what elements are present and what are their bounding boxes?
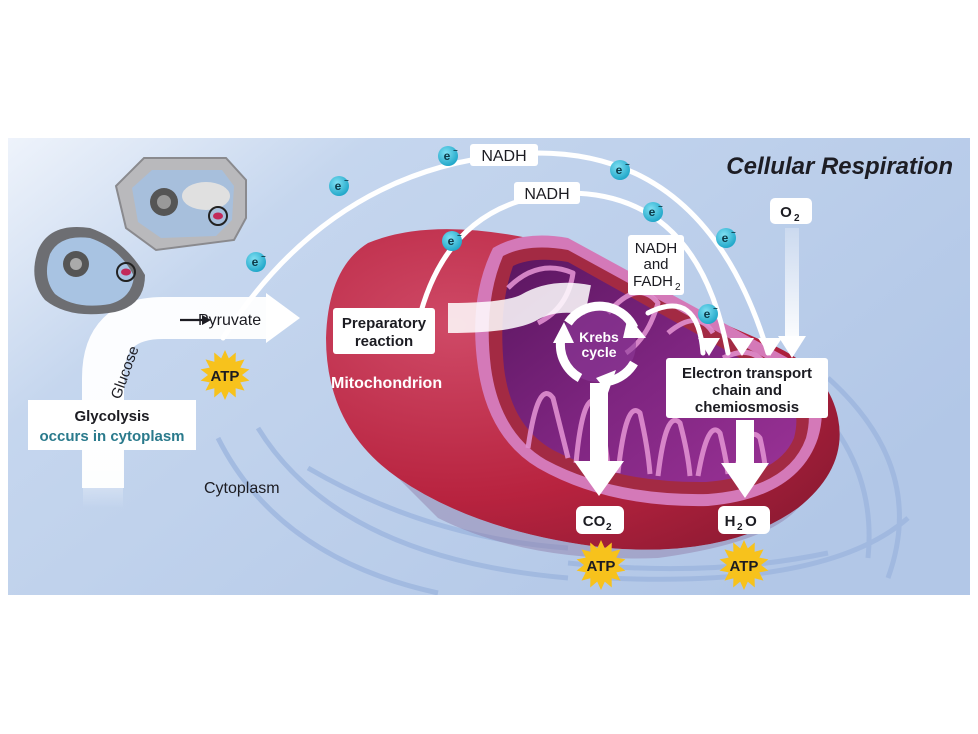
atp-starburst-icon [200, 350, 250, 400]
svg-text:NADH: NADH [524, 186, 569, 203]
svg-text:chain and: chain and [712, 382, 782, 399]
svg-text:−: − [261, 252, 266, 261]
svg-text:2: 2 [606, 522, 612, 533]
mitochondrion-label: Mitochondrion [331, 375, 442, 392]
electron-icon: e− [716, 228, 736, 248]
co2-label: CO 2 [576, 506, 624, 534]
h2o-label: H 2 O [718, 506, 770, 534]
svg-text:CO: CO [583, 513, 606, 530]
etc-input-arrows [698, 228, 806, 358]
svg-text:2: 2 [675, 282, 681, 293]
etc-label: Electron transport chain and chemiosmosi… [666, 358, 828, 418]
svg-text:−: − [658, 202, 663, 211]
krebs-label-line1: Krebs [579, 329, 619, 345]
svg-text:e: e [252, 255, 259, 269]
svg-text:reaction: reaction [355, 333, 413, 350]
pyruvate-label: Pyruvate [198, 312, 261, 329]
atp-starburst-icon [576, 540, 626, 590]
svg-text:e: e [722, 231, 729, 245]
svg-text:2: 2 [737, 522, 743, 533]
electron-icon: e− [698, 304, 718, 324]
svg-text:occurs in cytoplasm: occurs in cytoplasm [39, 428, 184, 445]
electron-icon: e− [329, 176, 349, 196]
svg-text:and: and [643, 256, 668, 273]
diagram-title: Cellular Respiration [726, 153, 953, 180]
electron-icon: e− [246, 252, 266, 272]
svg-text:O: O [745, 513, 757, 530]
preparatory-reaction-label: Preparatory reaction [333, 308, 435, 354]
atp-burst-krebs-cycle: ATP [576, 540, 626, 590]
svg-text:FADH: FADH [633, 273, 673, 290]
atp-label: ATP [587, 558, 616, 575]
atp-label: ATP [211, 368, 240, 385]
svg-text:NADH: NADH [635, 240, 678, 257]
svg-text:−: − [625, 160, 630, 169]
nadh-inner-label: NADH [514, 182, 580, 204]
electrons: e− e− e− e− e− e− e− e− [246, 146, 736, 324]
svg-text:−: − [731, 228, 736, 237]
svg-text:Preparatory: Preparatory [342, 315, 427, 332]
svg-text:e: e [649, 205, 656, 219]
atp-burst-glycolysis: ATP [200, 350, 250, 400]
svg-text:e: e [704, 307, 711, 321]
svg-text:Pyruvate: Pyruvate [198, 312, 261, 329]
nadh-fadh2-label: NADH and FADH 2 [628, 235, 684, 295]
svg-text:e: e [616, 163, 623, 177]
animal-cell-icon [34, 226, 145, 315]
svg-text:O: O [780, 204, 792, 221]
krebs-cycle: Krebs cycle [553, 301, 646, 393]
svg-text:−: − [457, 231, 462, 240]
plant-cell-icon [114, 157, 247, 252]
atp-burst-electron-transport: ATP [719, 540, 769, 590]
electron-icon: e− [643, 202, 663, 222]
cytoplasm-ripples [215, 376, 910, 595]
cellular-respiration-diagram: Krebs cycle Cellular Respiration [8, 138, 970, 595]
nadh-outer-label: NADH [470, 144, 538, 166]
glycolysis-label: Glycolysis occurs in cytoplasm [28, 400, 196, 450]
electron-icon: e− [442, 231, 462, 251]
diagram-canvas: Krebs cycle Cellular Respiration [8, 138, 970, 595]
svg-text:H: H [725, 513, 736, 530]
cytoplasm-label: Cytoplasm [204, 480, 280, 497]
svg-text:e: e [444, 149, 451, 163]
svg-text:Glycolysis: Glycolysis [74, 408, 149, 425]
electron-icon: e− [438, 146, 458, 166]
svg-text:Electron transport: Electron transport [682, 365, 812, 382]
electron-icon: e− [610, 160, 630, 180]
svg-text:chemiosmosis: chemiosmosis [695, 399, 799, 416]
atp-label: ATP [730, 558, 759, 575]
atp-bursts: ATP ATP ATP [200, 350, 769, 590]
svg-text:−: − [453, 146, 458, 155]
o2-label: O 2 [770, 198, 812, 224]
co2-arrow [574, 383, 624, 496]
svg-text:−: − [713, 304, 718, 313]
svg-text:e: e [448, 234, 455, 248]
h2o-arrow [721, 420, 769, 498]
svg-text:−: − [344, 176, 349, 185]
svg-text:e: e [335, 179, 342, 193]
krebs-label-line2: cycle [581, 344, 616, 360]
svg-text:2: 2 [794, 213, 800, 224]
svg-text:NADH: NADH [481, 148, 526, 165]
atp-starburst-icon [719, 540, 769, 590]
